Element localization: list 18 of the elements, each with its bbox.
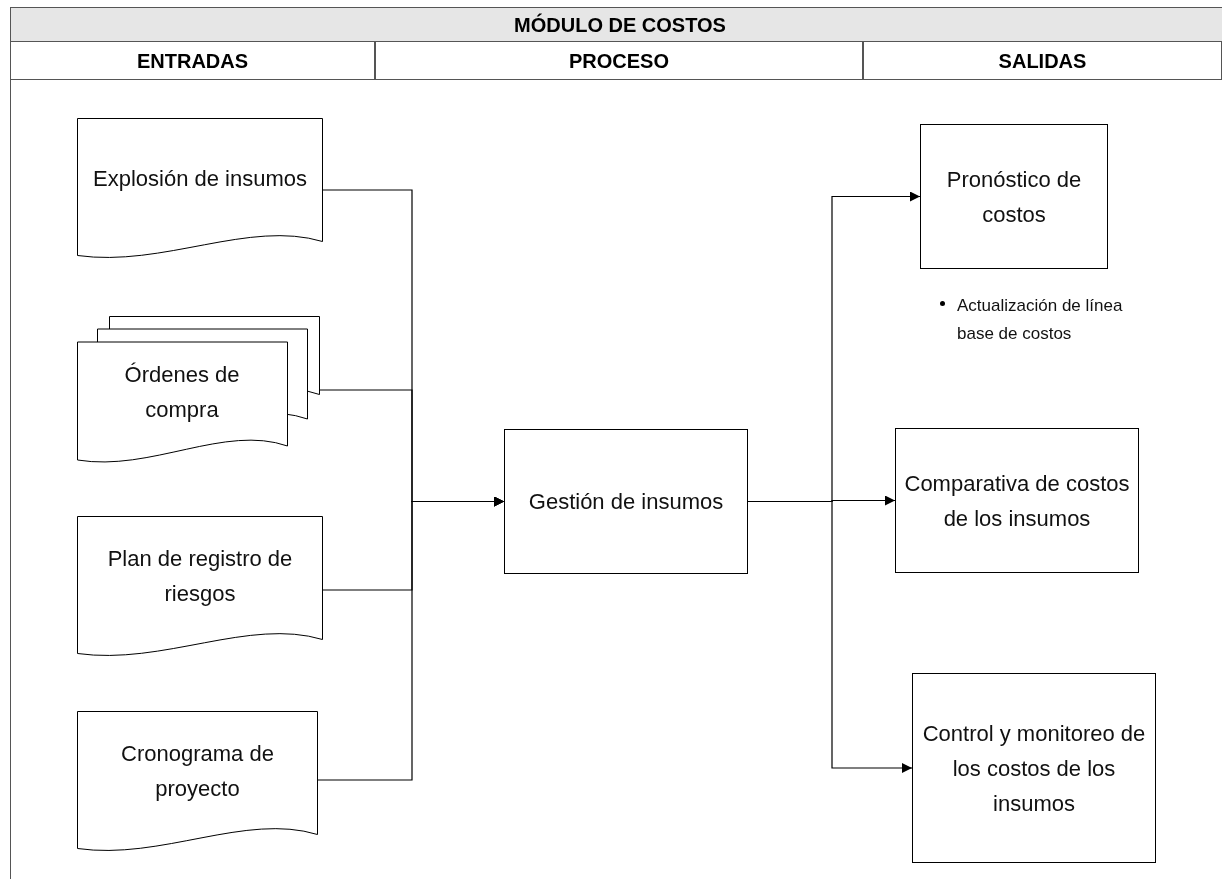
process-box: [920, 124, 1108, 269]
node-text: Órdenes de compra: [123, 361, 241, 424]
node-text: Explosión de insumos: [93, 164, 307, 193]
node-text: Plan de registro de riesgos: [106, 545, 294, 608]
column-header: SALIDAS: [863, 41, 1222, 80]
bullet-note: Actualización de línea base de costos: [957, 295, 1124, 345]
process-box: [504, 429, 748, 574]
node-text: Control y monitoreo de los costos de los insumos: [921, 719, 1147, 818]
node-text: Cronograma de proyecto: [120, 740, 275, 803]
process-box: [912, 673, 1156, 863]
column-header: ENTRADAS: [10, 41, 375, 80]
node-text: Pronóstico de costos: [945, 165, 1083, 229]
title-band: MÓDULO DE COSTOS: [10, 7, 1222, 42]
column-header: PROCESO: [375, 41, 863, 80]
arrow: [317, 496, 505, 781]
node-text: Comparativa de costos de los insumos: [904, 469, 1130, 533]
process-box: [895, 428, 1139, 573]
node-text: Gestión de insumos: [528, 488, 724, 516]
